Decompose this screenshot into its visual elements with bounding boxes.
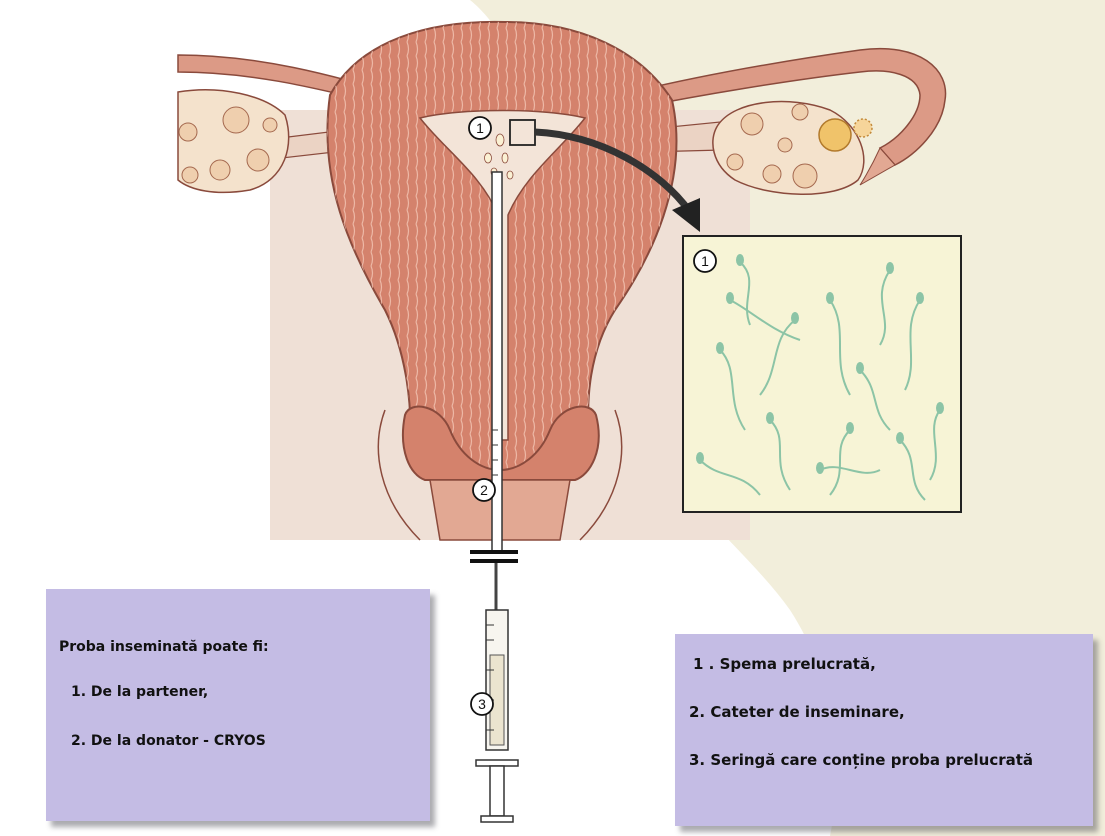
catheter-connector-bottom (470, 559, 518, 563)
vaginal-wall-right (579, 409, 623, 541)
callout-1-badge: 1 (468, 116, 492, 140)
legend-item-2: 2. Cateter de inseminare, (689, 703, 905, 721)
legend-box: 1 . Spema prelucrată, 2. Cateter de inse… (675, 634, 1093, 826)
sample-box-heading: Proba inseminată poate fi: (59, 639, 269, 655)
zoom-callout-1-label: 1 (701, 253, 709, 269)
mature-follicle-egg (818, 118, 873, 152)
sample-source-box: Proba inseminată poate fi: 1. De la part… (46, 589, 430, 821)
callout-1-label: 1 (476, 120, 484, 136)
zoom-arrowhead (672, 198, 700, 232)
callout-2-label: 2 (480, 482, 488, 498)
legend-item-3: 3. Seringă care conține proba prelucrată (689, 751, 1034, 769)
right-ovary-follicles (726, 103, 818, 189)
callout-3-badge: 3 (470, 692, 494, 716)
catheter-markings (492, 429, 498, 476)
callout-2-badge: 2 (472, 478, 496, 502)
legend-item-1: 1 . Spema prelucrată, (693, 655, 876, 673)
left-ovary-follicles (178, 106, 278, 184)
zoom-callout-1-badge: 1 (693, 249, 717, 273)
syringe (475, 609, 519, 823)
catheter-connector-top (470, 550, 518, 554)
sperm-cells (699, 261, 941, 501)
sample-box-item-2: 2. De la donator - CRYOS (71, 733, 266, 749)
sample-box-item-1: 1. De la partener, (71, 684, 209, 700)
vaginal-wall-left (377, 409, 421, 541)
callout-3-label: 3 (478, 696, 486, 712)
zoom-arrow (534, 128, 693, 215)
fimbriae (859, 147, 896, 186)
sperm-heads (696, 254, 944, 474)
